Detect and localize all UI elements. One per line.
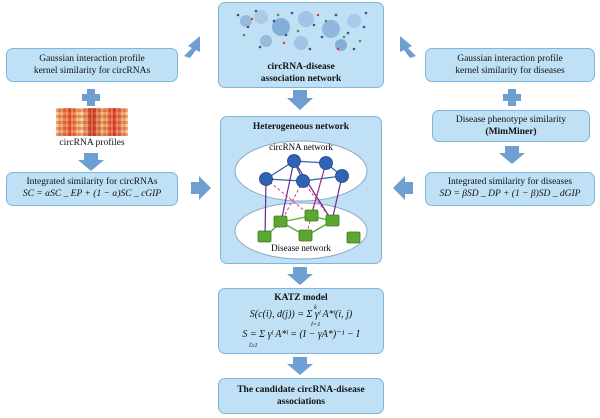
phenotype-line1: Disease phenotype similarity bbox=[455, 115, 567, 125]
top-title-line1: circRNA-disease bbox=[267, 62, 335, 72]
arrow-top-to-right-gip bbox=[400, 36, 416, 58]
disease-node bbox=[257, 230, 272, 243]
gip-circrna-line2: kernel similarity for circRNAs bbox=[33, 66, 151, 76]
disease-node bbox=[325, 214, 340, 227]
katz-model-box: KATZ model S(c(i), d(j)) = Σ γˡ A*ˡ(i, j… bbox=[218, 288, 384, 354]
arrow-top-to-left-gip bbox=[184, 36, 200, 58]
arrow-katz-to-result bbox=[287, 357, 313, 375]
katz-formula1-sum-top: k bbox=[314, 304, 317, 311]
circrna-node bbox=[296, 174, 310, 188]
katz-formula1-row: S(c(i), d(j)) = Σ γˡ A*ˡ(i, j) k l=1 bbox=[219, 304, 383, 328]
arrow-left-to-hetero bbox=[191, 176, 211, 200]
katz-title: KATZ model bbox=[274, 293, 328, 303]
circrna-profiles-label: circRNA profiles bbox=[59, 138, 125, 148]
gip-disease-line1: Gaussian interaction profile bbox=[457, 54, 563, 64]
disease-node bbox=[304, 209, 319, 222]
result-line1: The candidate circRNA-disease bbox=[237, 385, 365, 395]
network-image bbox=[236, 9, 368, 51]
arrow-phenotype-to-integrated bbox=[499, 146, 525, 164]
circrna-profiles-heatmap bbox=[56, 108, 128, 136]
integrated-disease-title: Integrated similarity for diseases bbox=[447, 177, 573, 187]
integrated-circrna-box: Integrated similarity for circRNAs SC = … bbox=[6, 172, 178, 206]
katz-formula2-row: S = Σ γˡ A*ˡ = (I − γA*)⁻¹ − I l≥1 bbox=[219, 326, 383, 349]
heterogeneous-network-box: Heterogeneous network circRNA network Di… bbox=[220, 116, 382, 264]
integrated-disease-formula: SD = βSD _ DP + (1 − β)SD _ dGIP bbox=[439, 189, 581, 199]
plus-left bbox=[82, 89, 100, 106]
disease-network-label: Disease network bbox=[271, 243, 331, 253]
candidate-associations-box: The candidate circRNA-disease associatio… bbox=[218, 378, 384, 414]
gip-circrna-line1: Gaussian interaction profile bbox=[39, 54, 145, 64]
circrna-network-label: circRNA network bbox=[269, 142, 333, 152]
disease-node bbox=[273, 215, 288, 228]
katz-formula2-sum-bottom: l≥1 bbox=[249, 342, 258, 349]
circrna-disease-network-box: circRNA-disease association network bbox=[218, 2, 384, 88]
phenotype-line2: (MimMiner) bbox=[485, 127, 537, 137]
arrow-hetero-to-katz bbox=[287, 267, 313, 285]
gip-disease-line2: kernel similarity for diseases bbox=[455, 66, 565, 76]
circrna-node bbox=[335, 169, 349, 183]
katz-formula1-sum-bottom: l=1 bbox=[311, 321, 321, 328]
arrow-profiles-to-integrated bbox=[78, 153, 104, 171]
integrated-circrna-title: Integrated similarity for circRNAs bbox=[26, 177, 158, 187]
top-title-line2: association network bbox=[260, 74, 342, 84]
arrow-right-to-hetero bbox=[393, 176, 413, 200]
integrated-circrna-formula: SC = αSC _ EP + (1 − α)SC _ cGIP bbox=[22, 189, 162, 199]
circrna-node bbox=[259, 172, 273, 186]
circrna-node bbox=[319, 156, 333, 170]
result-line2: associations bbox=[276, 397, 326, 407]
integrated-disease-box: Integrated similarity for diseases SD = … bbox=[425, 172, 595, 206]
gip-circrna-box: Gaussian interaction profile kernel simi… bbox=[6, 48, 178, 82]
circrna-node bbox=[287, 154, 301, 168]
hetero-network-graphic: circRNA network Disease network bbox=[234, 140, 368, 260]
plus-right bbox=[503, 89, 521, 106]
disease-node bbox=[298, 229, 313, 242]
katz-formula2: S = Σ γˡ A*ˡ = (I − γA*)⁻¹ − I bbox=[242, 329, 360, 340]
phenotype-similarity-box: Disease phenotype similarity (MimMiner) bbox=[432, 110, 590, 142]
hetero-title: Heterogeneous network bbox=[252, 122, 350, 132]
gip-disease-box: Gaussian interaction profile kernel simi… bbox=[425, 48, 595, 82]
disease-node bbox=[346, 231, 361, 244]
katz-formula1: S(c(i), d(j)) = Σ γˡ A*ˡ(i, j) bbox=[249, 309, 353, 320]
arrow-top-to-hetero bbox=[287, 90, 313, 110]
